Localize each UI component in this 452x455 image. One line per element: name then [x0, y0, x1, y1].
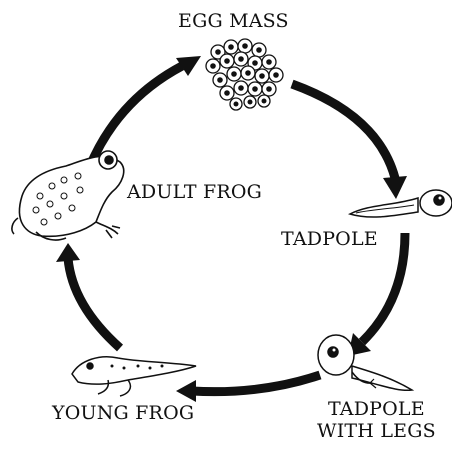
- adult-frog-label: ADULT FROG: [127, 181, 262, 203]
- arrow-adult-to-egg: [90, 66, 182, 166]
- tadpole-with-legs-label: TADPOLE WITH LEGS: [317, 398, 436, 442]
- egg-mass-illustration: [206, 39, 283, 110]
- tadpole-with-legs-label-line1: TADPOLE: [317, 398, 436, 420]
- young-frog-label: YOUNG FROG: [52, 402, 194, 424]
- adult-frog-illustration: [12, 151, 124, 240]
- arrowhead-legs-to-young: [176, 380, 196, 402]
- tadpole-illustration: [350, 190, 452, 217]
- tadpole-with-legs-label-line2: WITH LEGS: [317, 420, 436, 442]
- egg-mass-label: EGG MASS: [178, 10, 289, 32]
- arrow-egg-to-tadpole: [292, 84, 395, 178]
- arrow-legs-to-young: [192, 375, 320, 392]
- young-frog-illustration: [72, 357, 196, 396]
- arrowhead-egg-to-tadpole: [383, 176, 407, 199]
- tadpole-label: TADPOLE: [281, 228, 378, 250]
- arrowhead-young-to-adult: [56, 243, 80, 262]
- arrow-young-to-adult: [68, 258, 120, 348]
